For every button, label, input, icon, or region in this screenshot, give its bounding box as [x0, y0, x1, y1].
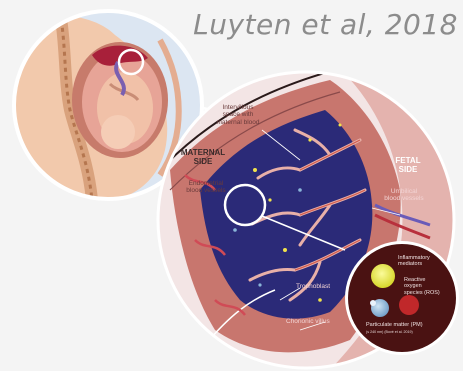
- pm-note-label: (≤ 240 nm) (Bové et al. 2019): [366, 330, 446, 334]
- intervillous-space-label: Intervillous space with maternal blood: [205, 104, 271, 126]
- umbilical-vessels-label: Umbilical blood vessels: [374, 188, 434, 203]
- pm-label: Particulate matter (PM): [366, 322, 446, 328]
- ros-label: Reactive oxygen species (ROS): [404, 277, 454, 296]
- chorionic-villus-label: Chorionic villus: [286, 318, 356, 325]
- fetal-side-label: FETAL SIDE: [388, 156, 428, 174]
- inflammatory-mediators-label: Inflammatory mediators: [398, 255, 446, 268]
- trophoblast-label: Trophoblast: [296, 283, 356, 290]
- ros-particle: [399, 295, 419, 315]
- maternal-side-label: MATERNAL SIDE: [180, 148, 226, 166]
- inflammatory-mediator-particle: [371, 264, 395, 288]
- endometrial-vessels-label: Endometrial blood vessels: [176, 180, 236, 195]
- citation-text: Luyten et al, 2018: [172, 8, 458, 41]
